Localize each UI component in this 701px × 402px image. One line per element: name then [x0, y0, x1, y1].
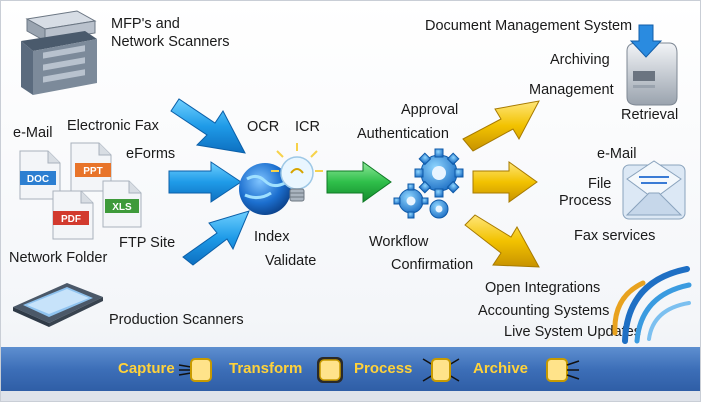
process-label: Process [559, 193, 612, 209]
confirmation-label: Confirmation [391, 257, 474, 273]
ftp-site-label: FTP Site [119, 235, 176, 251]
doc-file-tag: DOC [27, 174, 49, 185]
archive-email-label: e-Mail [597, 146, 637, 162]
live-system-updates-label: Live System Updates [504, 324, 642, 340]
process-stage-icon [421, 353, 461, 387]
stage-bar-base [1, 391, 700, 401]
capture-stage-icon [177, 355, 217, 385]
file-label: File [588, 176, 612, 192]
workflow-label: Workflow [369, 234, 429, 250]
capture-arrow-middle-icon [167, 161, 243, 203]
mfp-label-line2: Network Scanners [111, 34, 230, 50]
transform-stage-icon [313, 353, 347, 387]
mfp-label-line1: MFP's and [111, 16, 180, 32]
flatbed-scanner-icon [9, 277, 107, 329]
approval-label: Approval [401, 102, 459, 118]
fax-services-label: Fax services [574, 228, 656, 244]
mfp-printer-icon [7, 9, 102, 101]
authentication-label: Authentication [357, 126, 449, 142]
retrieval-label: Retrieval [621, 107, 679, 123]
ppt-file-tag: PPT [83, 166, 102, 177]
capture-arrow-upper-icon [167, 97, 249, 157]
electronic-fax-label: Electronic Fax [67, 118, 159, 134]
email-source-label: e-Mail [13, 125, 53, 141]
dms-label: Document Management System [425, 18, 633, 34]
xls-file-icon: XLS [101, 179, 143, 229]
index-label: Index [254, 229, 290, 245]
pdf-file-icon: PDF [51, 189, 95, 241]
network-folder-label: Network Folder [9, 250, 108, 266]
envelope-icon [619, 159, 689, 223]
stage-archive-label: Archive [473, 360, 529, 377]
process-arrow-middle-icon [471, 161, 539, 203]
dms-server-icon [619, 23, 681, 107]
accounting-systems-label: Accounting Systems [478, 303, 610, 319]
capture-arrow-lower-icon [177, 207, 251, 269]
process-arrow-lower-icon [459, 213, 545, 275]
transform-arrow-icon [325, 161, 393, 203]
validate-label: Validate [265, 253, 317, 269]
gears-icon [393, 147, 469, 223]
icr-label: ICR [295, 119, 320, 135]
stage-capture-label: Capture [118, 360, 175, 377]
globe-lightbulb-icon [235, 139, 331, 223]
stage-process-label: Process [354, 360, 413, 377]
xls-file-tag: XLS [112, 202, 132, 213]
eforms-label: eForms [126, 146, 176, 162]
integration-swoosh-logo-icon [607, 263, 693, 345]
archiving-label: Archiving [550, 52, 610, 68]
process-arrow-upper-icon [457, 95, 543, 153]
ocr-label: OCR [247, 119, 280, 135]
management-label: Management [529, 82, 614, 98]
pdf-file-tag: PDF [61, 214, 81, 225]
ppt-file-icon: PPT [69, 141, 113, 193]
doc-file-icon: DOC [18, 149, 62, 201]
production-scanners-label: Production Scanners [109, 312, 244, 328]
stage-transform-label: Transform [229, 360, 303, 377]
stage-bar [1, 347, 700, 391]
open-integrations-label: Open Integrations [485, 280, 601, 296]
archive-stage-icon [541, 353, 581, 387]
